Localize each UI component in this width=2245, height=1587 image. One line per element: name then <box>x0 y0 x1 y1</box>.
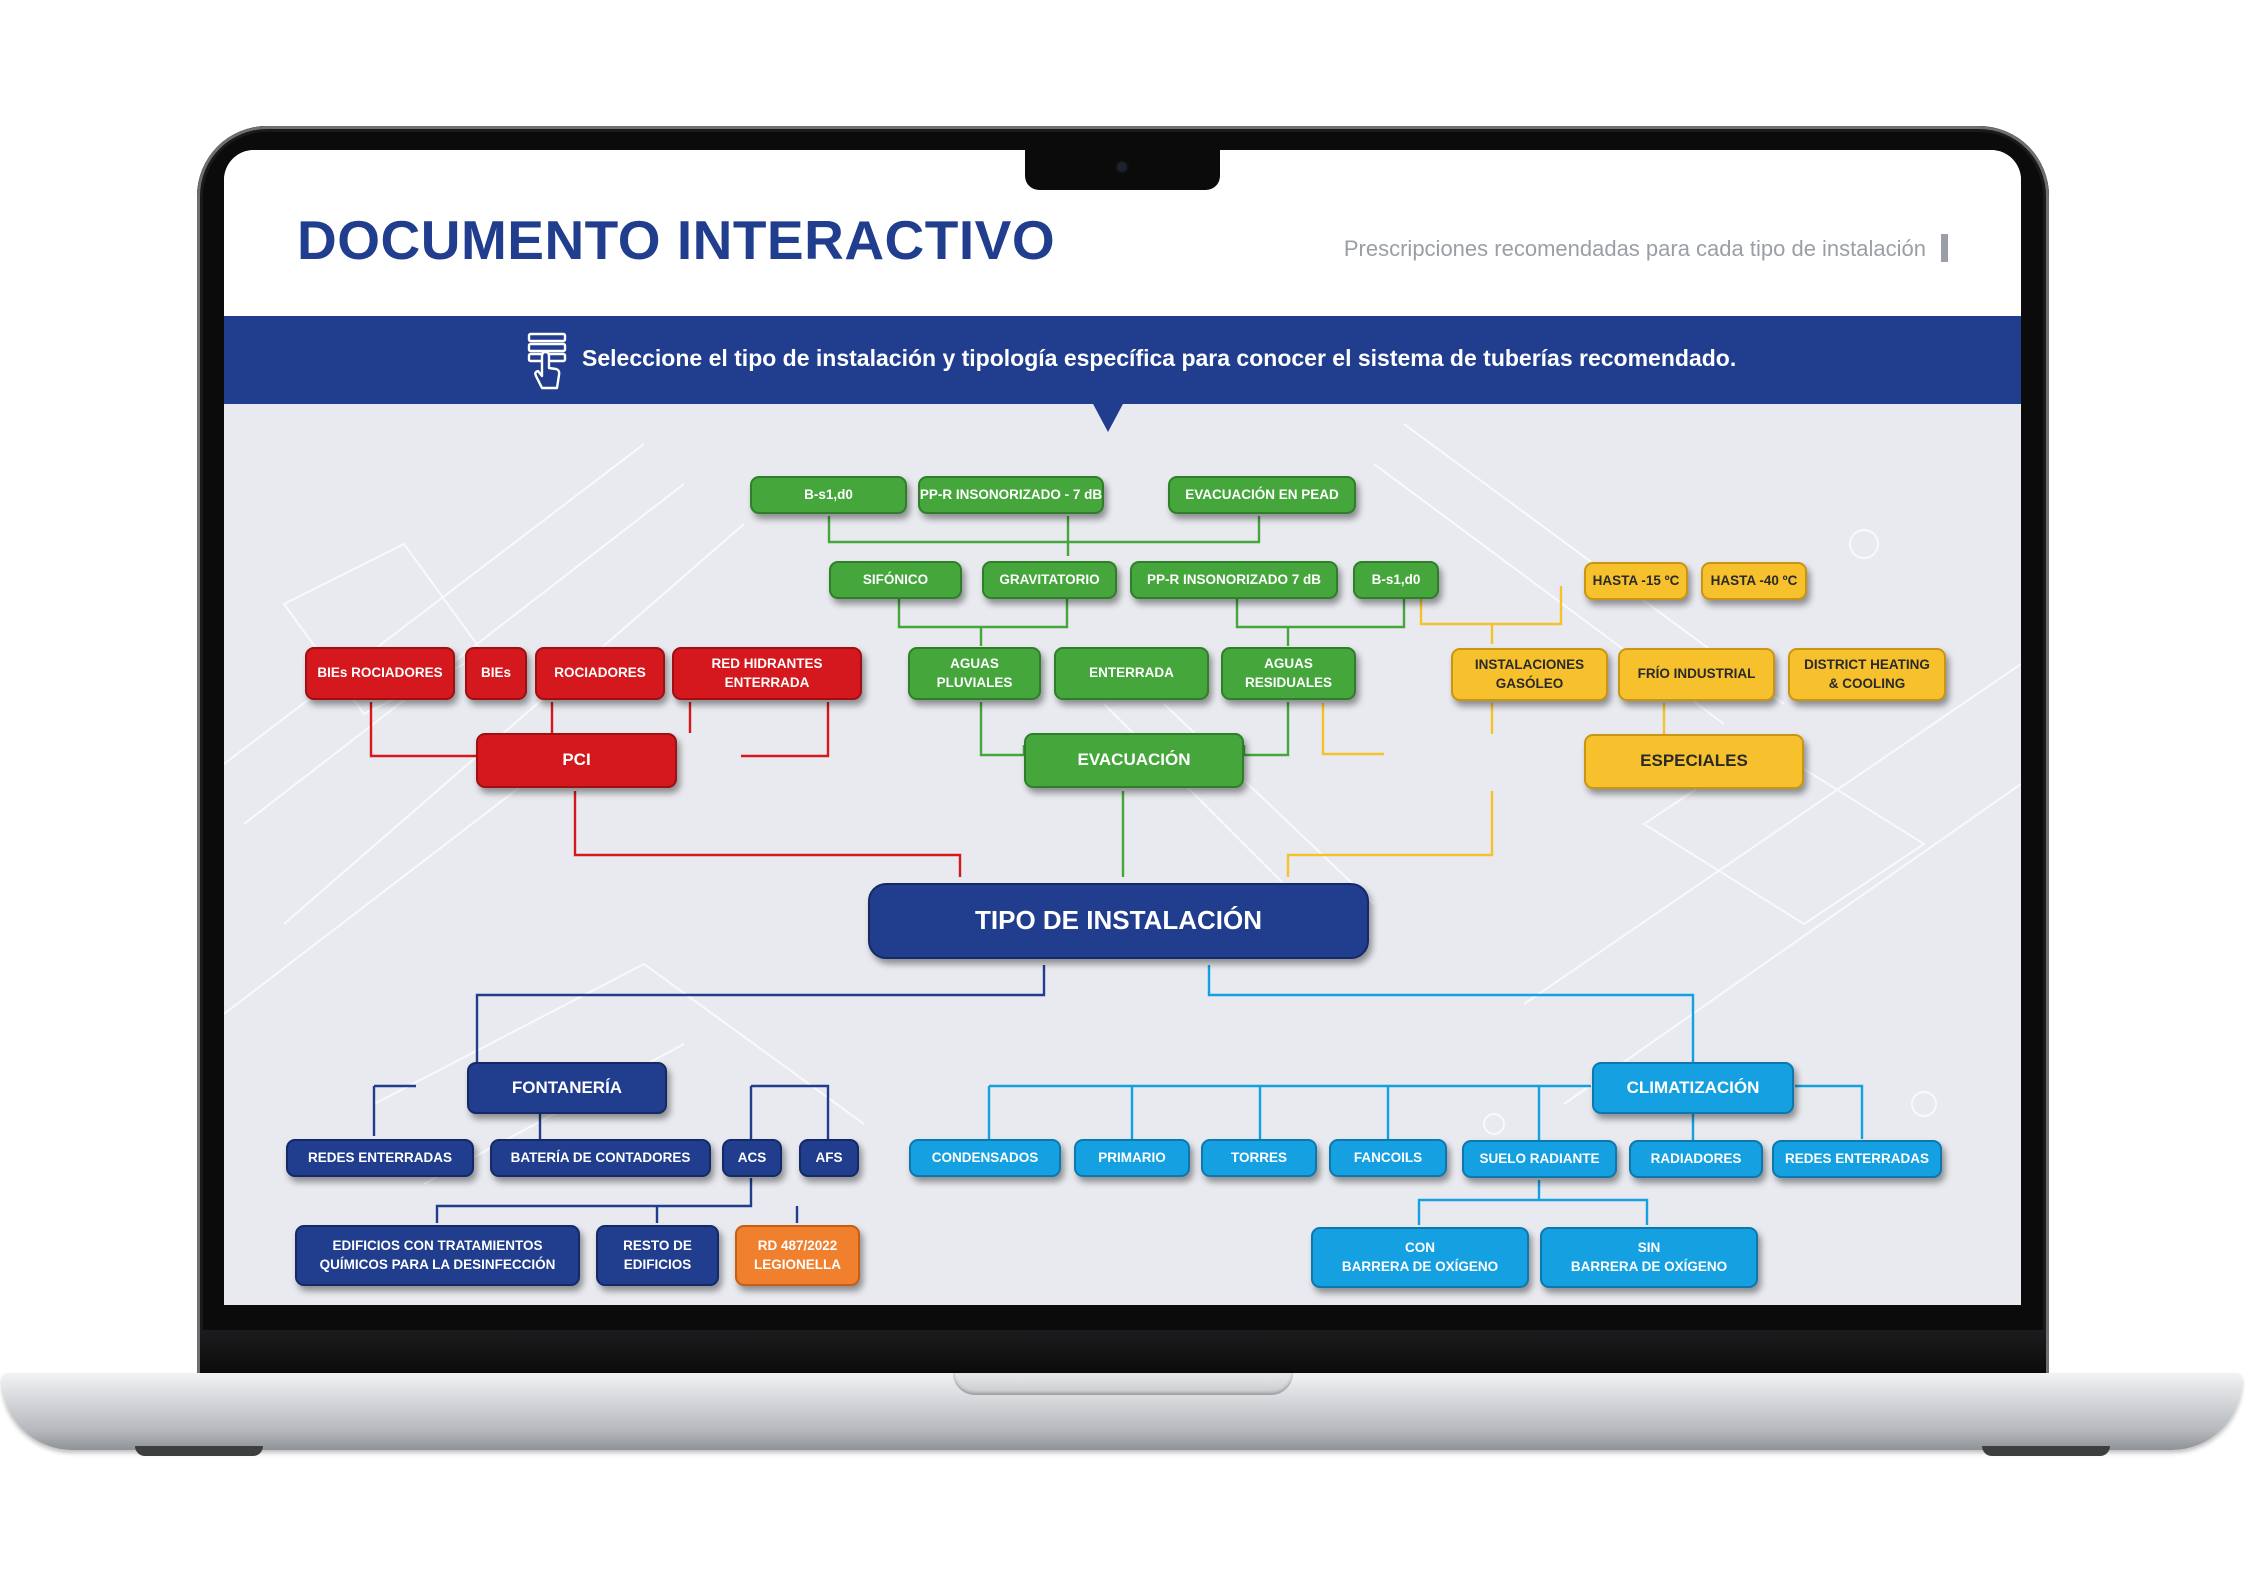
node-rd-legionella[interactable]: RD 487/2022 LEGIONELLA <box>735 1225 860 1286</box>
node-resto-edificios[interactable]: RESTO DE EDIFICIOS <box>596 1225 719 1286</box>
node-bies[interactable]: BIEs <box>465 647 527 700</box>
node-especiales[interactable]: ESPECIALES <box>1584 734 1804 789</box>
node-hasta-40[interactable]: HASTA -40 ºC <box>1701 562 1807 600</box>
node-sin-barrera-oxigeno[interactable]: SIN BARRERA DE OXÍGENO <box>1540 1227 1758 1288</box>
node-district-heating[interactable]: DISTRICT HEATING & COOLING <box>1788 648 1946 701</box>
node-bies-rociadores[interactable]: BIEs ROCIADORES <box>305 647 455 700</box>
instruction-banner: Seleccione el tipo de instalación y tipo… <box>224 316 2021 404</box>
page-header: DOCUMENTO INTERACTIVO Prescripciones rec… <box>224 150 2021 316</box>
node-bs1d0-sifonico[interactable]: B-s1,d0 <box>750 476 907 514</box>
node-con-barrera-oxigeno[interactable]: CON BARRERA DE OXÍGENO <box>1311 1227 1529 1288</box>
node-climatizacion[interactable]: CLIMATIZACIÓN <box>1592 1062 1794 1114</box>
node-torres[interactable]: TORRES <box>1201 1139 1317 1177</box>
node-evacuacion[interactable]: EVACUACIÓN <box>1024 733 1244 788</box>
node-aguas-pluviales[interactable]: AGUAS PLUVIALES <box>908 647 1041 700</box>
node-acs[interactable]: ACS <box>722 1139 782 1177</box>
node-instalaciones-gasoleo[interactable]: INSTALACIONES GASÓLEO <box>1451 648 1608 701</box>
node-pci[interactable]: PCI <box>476 733 677 788</box>
node-hasta-15[interactable]: HASTA -15 ºC <box>1584 562 1688 600</box>
subtitle-divider <box>1941 234 1948 262</box>
laptop-opening-notch <box>953 1373 1293 1395</box>
node-radiadores[interactable]: RADIADORES <box>1629 1140 1763 1178</box>
node-aguas-residuales[interactable]: AGUAS RESIDUALES <box>1221 647 1356 700</box>
camera-icon <box>1117 162 1127 172</box>
node-gravitatorio[interactable]: GRAVITATORIO <box>982 561 1117 599</box>
laptop-foot-right <box>1982 1446 2110 1456</box>
node-enterrada[interactable]: ENTERRADA <box>1054 647 1209 700</box>
banner-instruction-text: Seleccione el tipo de instalación y tipo… <box>582 345 1737 371</box>
node-fontaneria[interactable]: FONTANERÍA <box>467 1062 667 1114</box>
node-ppr-insonorizado-residuales[interactable]: PP-R INSONORIZADO 7 dB <box>1130 561 1338 599</box>
laptop-foot-left <box>135 1446 263 1456</box>
diagram-connectors <box>369 516 1864 1225</box>
node-primario[interactable]: PRIMARIO <box>1074 1139 1190 1177</box>
hand-pointer-icon <box>527 332 567 390</box>
node-edificios-tratamientos[interactable]: EDIFICIOS CON TRATAMIENTOS QUÍMICOS PARA… <box>295 1225 580 1286</box>
node-redes-enterradas-fontaneria[interactable]: REDES ENTERRADAS <box>286 1139 474 1177</box>
banner-pointer-arrow <box>1092 402 1124 432</box>
page-subtitle: Prescripciones recomendadas para cada ti… <box>1343 236 1926 261</box>
node-tipo-de-instalacion[interactable]: TIPO DE INSTALACIÓN <box>868 883 1369 959</box>
node-suelo-radiante[interactable]: SUELO RADIANTE <box>1462 1140 1617 1178</box>
node-frio-industrial[interactable]: FRÍO INDUSTRIAL <box>1618 648 1775 701</box>
node-bateria-de-contadores[interactable]: BATERÍA DE CONTADORES <box>490 1139 711 1177</box>
page-title: DOCUMENTO INTERACTIVO <box>297 209 1056 271</box>
node-condensados[interactable]: CONDENSADOS <box>909 1139 1061 1177</box>
node-sifonico[interactable]: SIFÓNICO <box>829 561 962 599</box>
node-red-hidrantes[interactable]: RED HIDRANTES ENTERRADA <box>672 647 862 700</box>
node-redes-enterradas-climatizacion[interactable]: REDES ENTERRADAS <box>1772 1140 1942 1178</box>
node-fancoils[interactable]: FANCOILS <box>1329 1139 1447 1177</box>
node-afs[interactable]: AFS <box>799 1139 859 1177</box>
node-rociadores[interactable]: ROCIADORES <box>535 647 665 700</box>
node-bs1d0-residuales[interactable]: B-s1,d0 <box>1353 561 1439 599</box>
node-ppr-insonorizado-sifonico[interactable]: PP-R INSONORIZADO - 7 dB <box>918 476 1104 514</box>
laptop-hinge <box>200 1330 2046 1376</box>
laptop-screen: DOCUMENTO INTERACTIVO Prescripciones rec… <box>224 150 2021 1305</box>
node-evacuacion-pead[interactable]: EVACUACIÓN EN PEAD <box>1168 476 1356 514</box>
